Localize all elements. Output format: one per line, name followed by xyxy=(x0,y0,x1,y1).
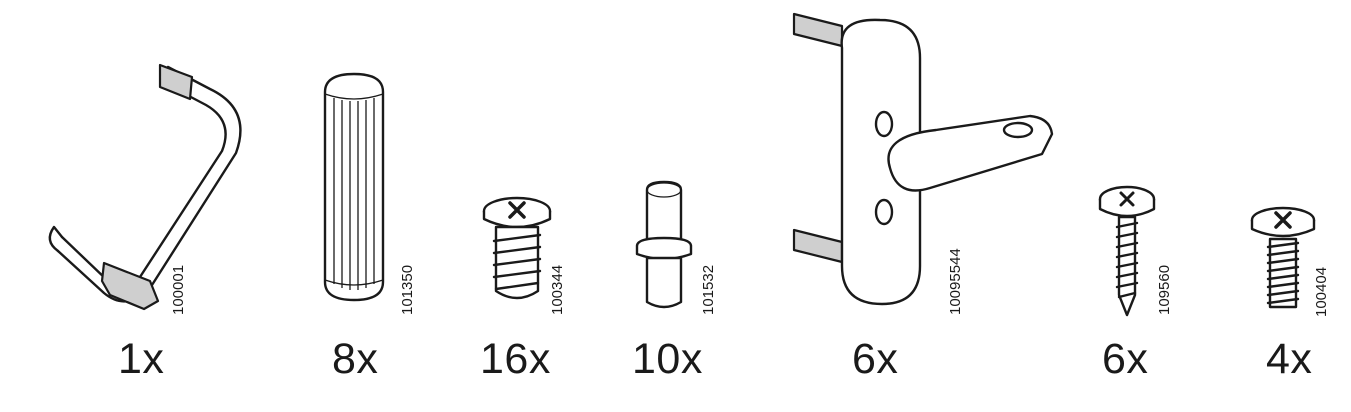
quantity-label: 8x xyxy=(332,335,379,383)
part-bracket: 10095544 6x xyxy=(770,0,1054,412)
part-wooden-dowel: 101350 8x xyxy=(300,0,430,412)
quantity-label: 4x xyxy=(1266,335,1313,383)
article-number: 100404 xyxy=(1313,266,1330,317)
shelf-pin-icon xyxy=(635,180,693,309)
quantity-label: 1x xyxy=(118,335,165,383)
article-number: 100344 xyxy=(549,264,566,315)
article-number: 101350 xyxy=(399,264,416,315)
quantity-label: 10x xyxy=(632,335,703,383)
article-number: 10095544 xyxy=(947,248,964,315)
bracket-icon xyxy=(792,12,1054,306)
machine-screw-icon xyxy=(1250,206,1316,309)
part-machine-screw: 100404 4x xyxy=(1240,0,1350,412)
hex-key-icon xyxy=(48,63,242,311)
wood-screw-icon xyxy=(1098,185,1156,317)
quantity-label: 6x xyxy=(1102,335,1149,383)
wooden-dowel-icon xyxy=(323,72,385,302)
part-shelf-pin: 101532 10x xyxy=(625,0,725,412)
screw-icon xyxy=(482,196,552,300)
quantity-label: 6x xyxy=(852,335,899,383)
part-screw: 100344 16x xyxy=(460,0,600,412)
article-number: 101532 xyxy=(700,264,717,315)
part-wood-screw: 109560 6x xyxy=(1080,0,1190,412)
part-hex-key: 100001 1x xyxy=(0,0,242,412)
article-number: 109560 xyxy=(1156,264,1173,315)
quantity-label: 16x xyxy=(480,335,551,383)
article-number: 100001 xyxy=(170,264,187,315)
